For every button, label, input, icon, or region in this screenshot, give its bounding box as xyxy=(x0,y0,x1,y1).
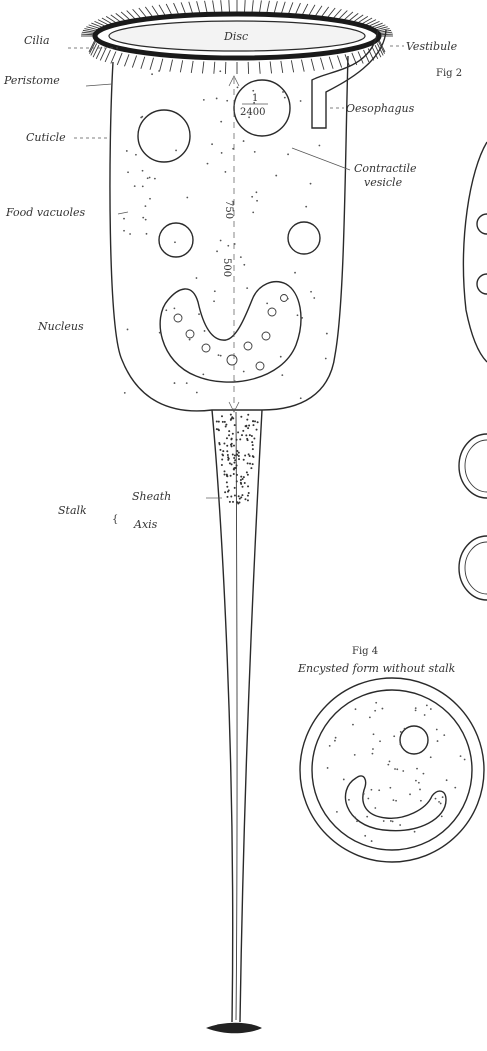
fig4-granules xyxy=(327,702,466,842)
label-fig4-caption: Encysted form without stalk xyxy=(297,662,456,675)
label-oesophagus: Oesophagus xyxy=(346,102,415,115)
holdfast xyxy=(206,1023,262,1034)
label-stalk: Stalk xyxy=(58,504,87,517)
label-fig4: Fig 4 xyxy=(352,646,378,657)
fig4-vesicle xyxy=(400,726,428,754)
label-axis: Axis xyxy=(133,518,158,531)
fig2-vacuole-2 xyxy=(477,274,487,294)
stalk-stipple xyxy=(218,412,258,508)
label-cilia: Cilia xyxy=(24,34,50,47)
stalk-brace: { xyxy=(112,514,118,525)
fig4-nucleus xyxy=(345,776,446,831)
fig2-outline xyxy=(463,142,487,362)
fig3-cyst-outer-1 xyxy=(459,434,487,498)
label-sheath: Sheath xyxy=(132,490,171,503)
nucleus-granules xyxy=(174,295,288,371)
label-fig2: Fig 2 xyxy=(436,68,462,79)
label-food-vacuoles: Food vacuoles xyxy=(5,206,85,219)
scale-fraction-den: 2400 xyxy=(240,107,265,118)
label-peristome: Peristome xyxy=(3,74,60,87)
label-contractile-vesicle-1: Contractile xyxy=(354,162,417,175)
fig4-cyst-inner xyxy=(312,690,472,850)
scale-upper: 750 xyxy=(223,200,234,219)
fig4-cyst-outer xyxy=(300,678,484,862)
label-contractile-vesicle-2: vesicle xyxy=(364,176,403,189)
label-nucleus: Nucleus xyxy=(37,320,84,333)
scale-fraction-num: 1 xyxy=(252,93,258,104)
food-vacuole-right xyxy=(288,222,320,254)
food-vacuole-large xyxy=(138,110,190,162)
label-vestibule: Vestibule xyxy=(406,40,458,53)
label-disc: Disc xyxy=(223,30,248,43)
fig3-cyst-outer-2 xyxy=(459,536,487,600)
fig3-cyst-inner-1 xyxy=(465,440,487,492)
fig2-vacuole-1 xyxy=(477,214,487,234)
fig3-cyst-inner-2 xyxy=(465,542,487,594)
scale-lower: 500 xyxy=(221,258,232,277)
label-cuticle: Cuticle xyxy=(26,131,66,144)
stalk-stipple-dots xyxy=(123,70,328,504)
macronucleus xyxy=(160,282,301,382)
food-vacuole-left xyxy=(159,223,193,257)
